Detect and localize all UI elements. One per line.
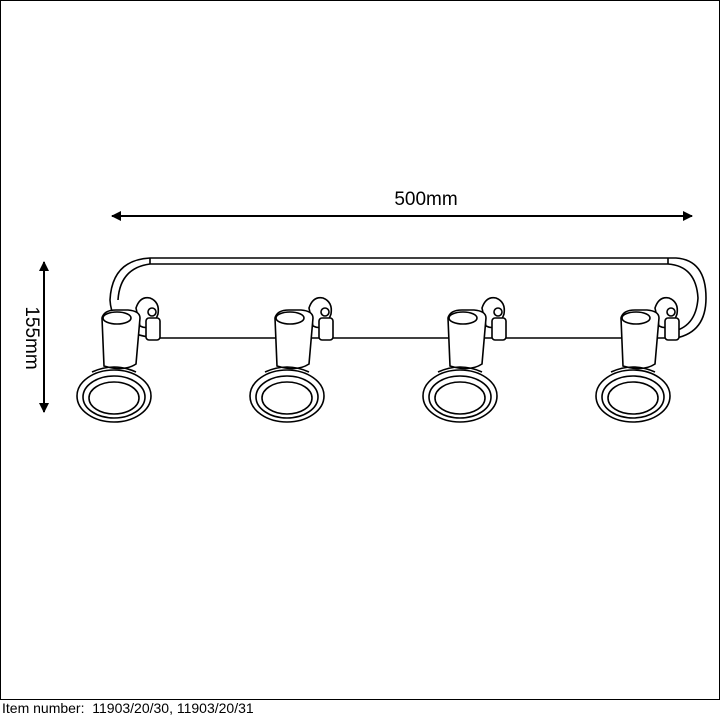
item-number-label: Item number: xyxy=(2,700,85,716)
width-dimension: 500mm xyxy=(111,189,693,221)
spotlight xyxy=(422,296,507,423)
item-number-values: 11903/20/30, 11903/20/31 xyxy=(92,700,254,716)
spotlight xyxy=(249,296,334,423)
item-number-footer: Item number: 11903/20/30, 11903/20/31 xyxy=(2,699,254,718)
spotlights xyxy=(76,296,680,423)
technical-drawing: 500mm 155mm xyxy=(21,189,707,423)
width-label: 500mm xyxy=(394,189,457,210)
spotlight xyxy=(76,296,161,423)
height-label: 155mm xyxy=(21,306,42,369)
spotlight xyxy=(595,296,680,423)
height-dimension: 155mm xyxy=(21,261,49,413)
mounting-bar xyxy=(109,257,707,339)
